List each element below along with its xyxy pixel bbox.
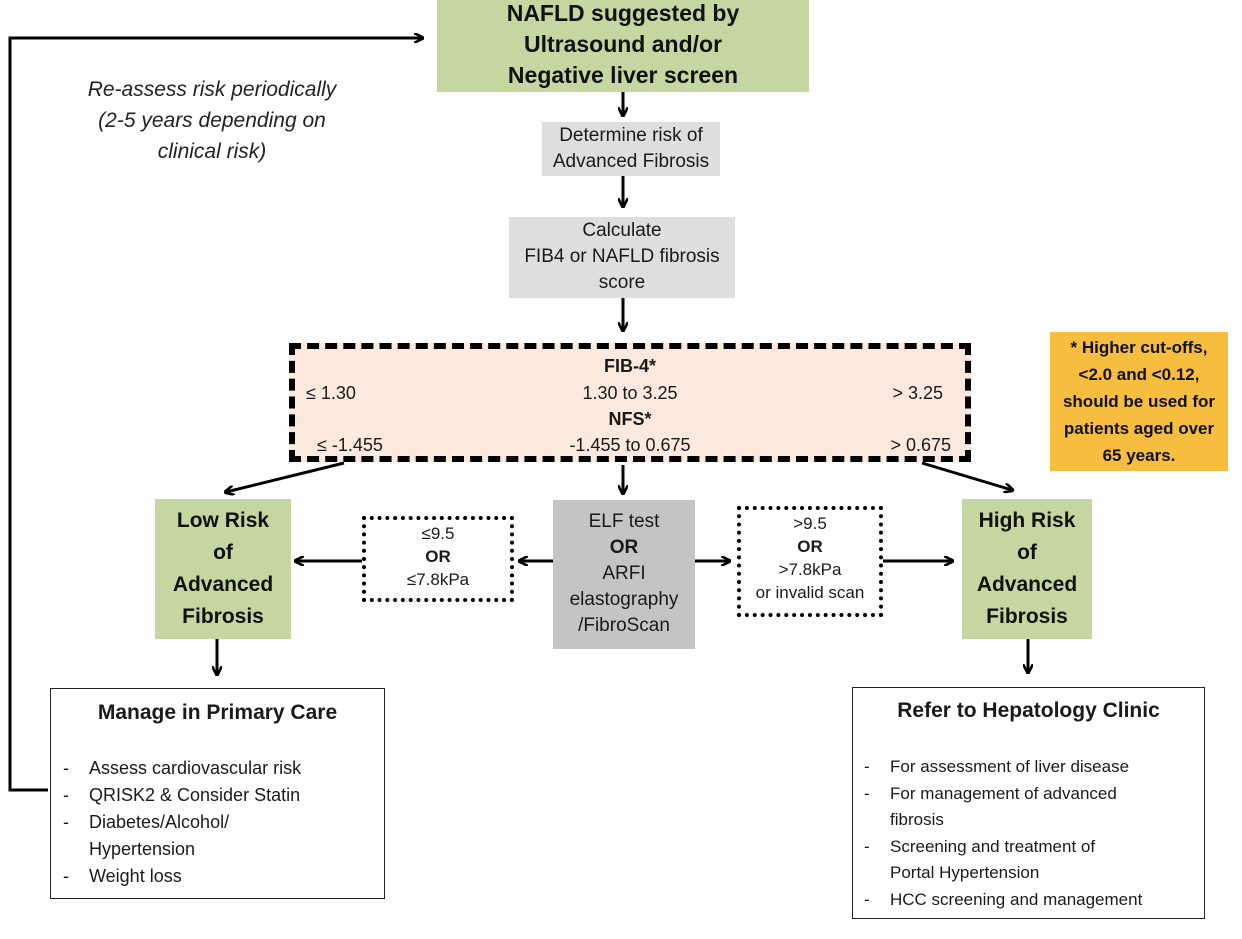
hepatology-list: -For assessment of liver disease -For ma… (864, 754, 1142, 913)
low-risk-line: Advanced (172, 573, 274, 596)
nfs-mid: -1.455 to 0.675 (569, 435, 691, 455)
calculate-line: FIB4 or NAFLD fibrosis (524, 246, 720, 267)
hepatology-title: Refer to Hepatology Clinic (897, 699, 1160, 722)
list-item-text: Assess cardiovascular risk (89, 758, 302, 778)
list-item: -Assess cardiovascular risk (63, 755, 301, 782)
low-criteria-line: ≤7.8kPa (406, 570, 470, 589)
low-risk-line: Low Risk (176, 509, 270, 532)
reassess-line: clinical risk) (157, 140, 267, 163)
primary-care-list: -Assess cardiovascular risk -QRISK2 & Co… (63, 755, 301, 890)
arrow-thresholds-to-high (921, 461, 1012, 490)
bullet-dash: - (63, 812, 69, 832)
list-item: -QRISK2 & Consider Statin (63, 782, 301, 809)
primary-care-box: Manage in Primary Care -Assess cardiovas… (50, 688, 385, 899)
age-cutoff-note: * Higher cut-offs, <2.0 and <0.12, shoul… (1050, 332, 1228, 471)
hepatology-box: Refer to Hepatology Clinic - For assessme… (852, 687, 1205, 919)
calculate-score-box: Calculate FIB4 or NAFLD fibrosis score (509, 217, 735, 298)
high-criteria-line: >7.8kPa (778, 560, 842, 579)
list-item-text: For management of advanced (890, 783, 1117, 803)
low-criteria-line: ≤9.5 (421, 524, 455, 543)
start-line: Negative liver screen (507, 62, 739, 88)
list-item-text: fibrosis (890, 810, 944, 829)
list-item-text: Hypertension (89, 839, 196, 859)
start-line: Ultrasound and/or (523, 31, 723, 57)
determine-risk-box: Determine risk of Advanced Fibrosis (542, 122, 720, 176)
determine-line: Advanced Fibrosis (552, 151, 710, 172)
high-criteria-line: >9.5 (793, 514, 827, 533)
high-risk-box: High Risk of Advanced Fibrosis (962, 499, 1092, 639)
list-item-text: For assessment of liver disease (890, 757, 1130, 776)
list-item: - For assessment of liver disease (864, 754, 1142, 781)
elf-line: ELF test (588, 511, 660, 532)
bullet-dash: - (63, 758, 69, 778)
note-line: * Higher cut-offs, (1070, 338, 1208, 357)
list-item-text: Portal Hypertension (890, 863, 1040, 882)
calculate-line: Calculate (582, 220, 662, 241)
elf-or: OR (609, 537, 639, 558)
reassess-line: Re-assess risk periodically (87, 78, 337, 101)
thresholds-box: FIB-4* ≤ 1.30 1.30 to 3.25 > 3.25 NFS* ≤… (289, 343, 971, 462)
primary-care-title: Manage in Primary Care (97, 701, 338, 724)
elf-line: /FibroScan (578, 615, 670, 636)
fib4-label: FIB-4* (603, 356, 656, 376)
list-item: -Screening and treatment of Portal Hypert… (864, 834, 1142, 887)
bullet-dash: - (864, 836, 870, 856)
high-risk-line: of (1017, 541, 1037, 564)
bullet-dash: - (864, 757, 870, 776)
low-risk-box: Low Risk of Advanced Fibrosis (155, 499, 291, 639)
high-criteria-or: OR (797, 537, 823, 556)
high-risk-line: Fibrosis (986, 605, 1068, 628)
low-criteria-box: ≤9.5 OR ≤7.8kPa (362, 516, 514, 602)
list-item-text: Diabetes/Alcohol/ (89, 812, 230, 832)
determine-line: Determine risk of (559, 125, 703, 146)
note-line: 65 years. (1102, 446, 1176, 465)
list-item: -Diabetes/Alcohol/Hypertension (63, 809, 301, 863)
note-line: <2.0 and <0.12, (1078, 365, 1200, 384)
bullet-dash: - (63, 866, 69, 886)
note-line: patients aged over (1063, 419, 1215, 438)
start-line: NAFLD suggested by (506, 0, 740, 26)
elf-test-box: ELF test OR ARFI elastography /FibroScan (553, 500, 695, 649)
list-item-text: HCC screening and management (890, 889, 1143, 909)
nfs-low: ≤ -1.455 (317, 435, 383, 455)
high-risk-line: High Risk (978, 509, 1076, 532)
fib4-mid: 1.30 to 3.25 (582, 383, 678, 403)
nfs-label: NFS* (608, 409, 652, 429)
reassess-note: Re-assess risk periodically (2-5 years d… (52, 74, 372, 167)
list-item: -For management of advanced fibrosis (864, 781, 1142, 834)
low-risk-line: Fibrosis (182, 605, 264, 628)
bullet-dash: - (63, 785, 69, 805)
high-risk-line: Advanced (976, 573, 1078, 596)
list-item: -HCC screening and management (864, 887, 1142, 914)
note-line: should be used for (1062, 392, 1216, 411)
low-criteria-or: OR (425, 547, 451, 566)
fib4-high: > 3.25 (892, 383, 943, 403)
elf-line: elastography (569, 589, 679, 610)
high-criteria-box: >9.5 OR >7.8kPa or invalid scan (737, 506, 883, 617)
bullet-dash: - (864, 783, 870, 803)
bullet-dash: - (864, 889, 870, 909)
fib4-low: ≤ 1.30 (306, 383, 356, 403)
list-item: -Weight loss (63, 863, 301, 890)
nfs-high: > 0.675 (890, 435, 951, 455)
list-item-text: Weight loss (89, 866, 182, 886)
list-item-text: QRISK2 & Consider Statin (89, 785, 301, 805)
elf-line: ARFI (602, 563, 646, 584)
low-risk-line: of (213, 541, 233, 564)
start-box: NAFLD suggested by Ultrasound and/or Neg… (437, 0, 809, 92)
list-item-text: Screening and treatment of (890, 836, 1096, 856)
high-criteria-line: or invalid scan (755, 583, 865, 602)
calculate-line: score (598, 272, 646, 293)
arrow-thresholds-to-low (226, 461, 345, 492)
reassess-line: (2-5 years depending on (98, 109, 326, 132)
